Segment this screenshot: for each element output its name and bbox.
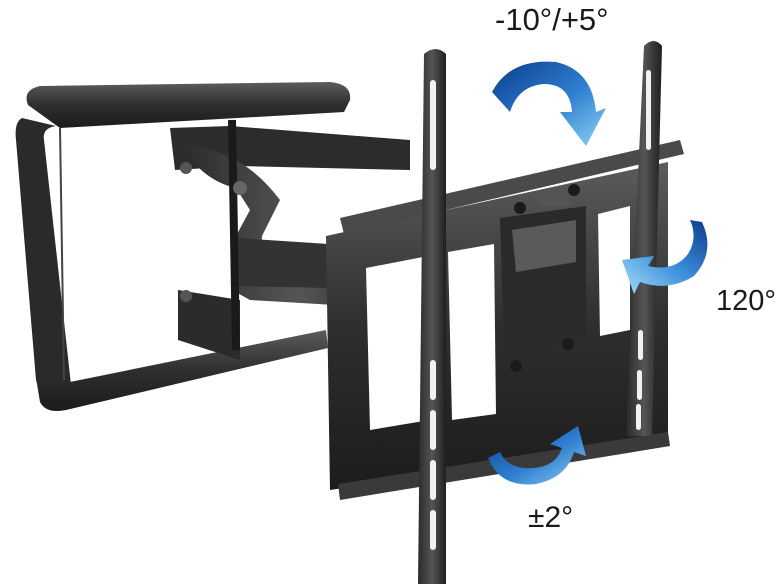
level-angle-label: ±2° bbox=[528, 501, 574, 534]
level-arrow-icon bbox=[488, 426, 586, 485]
swivel-angle-label: 120° bbox=[716, 285, 776, 317]
tilt-arrow-icon bbox=[492, 61, 606, 146]
tilt-plate bbox=[500, 184, 586, 372]
wall-plate bbox=[15, 82, 351, 411]
articulating-arm bbox=[170, 119, 420, 360]
tilt-angle-label: -10°/+5° bbox=[495, 2, 609, 37]
swivel-arrow-icon bbox=[622, 220, 708, 294]
vertical-bracket-left bbox=[418, 49, 446, 584]
vertical-bracket-right bbox=[626, 41, 662, 436]
